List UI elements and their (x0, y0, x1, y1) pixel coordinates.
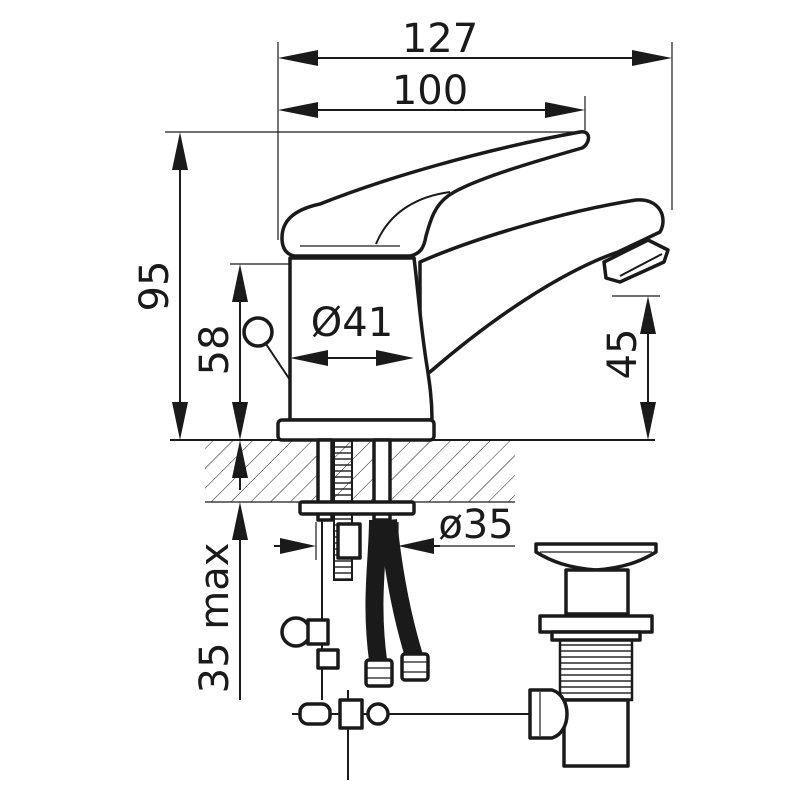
dimension-label-d41: Ø41 (311, 300, 393, 346)
dimension-spout-height: 45 (600, 295, 660, 440)
countertop (170, 439, 655, 503)
dimension-total-height: 95 (132, 131, 585, 440)
drain-pivot-rod (292, 698, 535, 730)
mounting-plate (298, 500, 416, 516)
mounting-shaft (316, 438, 392, 522)
popup-drain (528, 542, 658, 768)
dimension-body-diameter: Ø41 (290, 300, 414, 366)
faucet-spout (418, 198, 665, 374)
faucet-base (276, 418, 436, 442)
dimension-handle-width: 100 (278, 68, 586, 130)
dimension-body-height: 58 (192, 263, 292, 440)
dimension-max-thickness: 35 max (192, 440, 248, 700)
faucet-body (288, 256, 434, 422)
dimension-label-35-max: 35 max (192, 543, 238, 694)
dimension-label-100: 100 (392, 68, 468, 114)
dimension-hole-diameter: ø35 (274, 502, 515, 560)
flexible-hose-right (379, 519, 430, 682)
dimension-label-58: 58 (192, 325, 238, 376)
flexible-hose-left (364, 519, 394, 688)
dimension-label-45: 45 (600, 329, 646, 380)
lift-rod (280, 520, 349, 780)
dimension-label-d35: ø35 (438, 502, 513, 548)
dimension-overall-width: 127 (277, 16, 673, 240)
spout-aerator (602, 238, 670, 284)
fixing-nut (336, 522, 362, 560)
dimension-label-95: 95 (132, 261, 178, 312)
dimension-label-127: 127 (402, 16, 478, 62)
popup-lift-rod-knob (242, 316, 291, 381)
